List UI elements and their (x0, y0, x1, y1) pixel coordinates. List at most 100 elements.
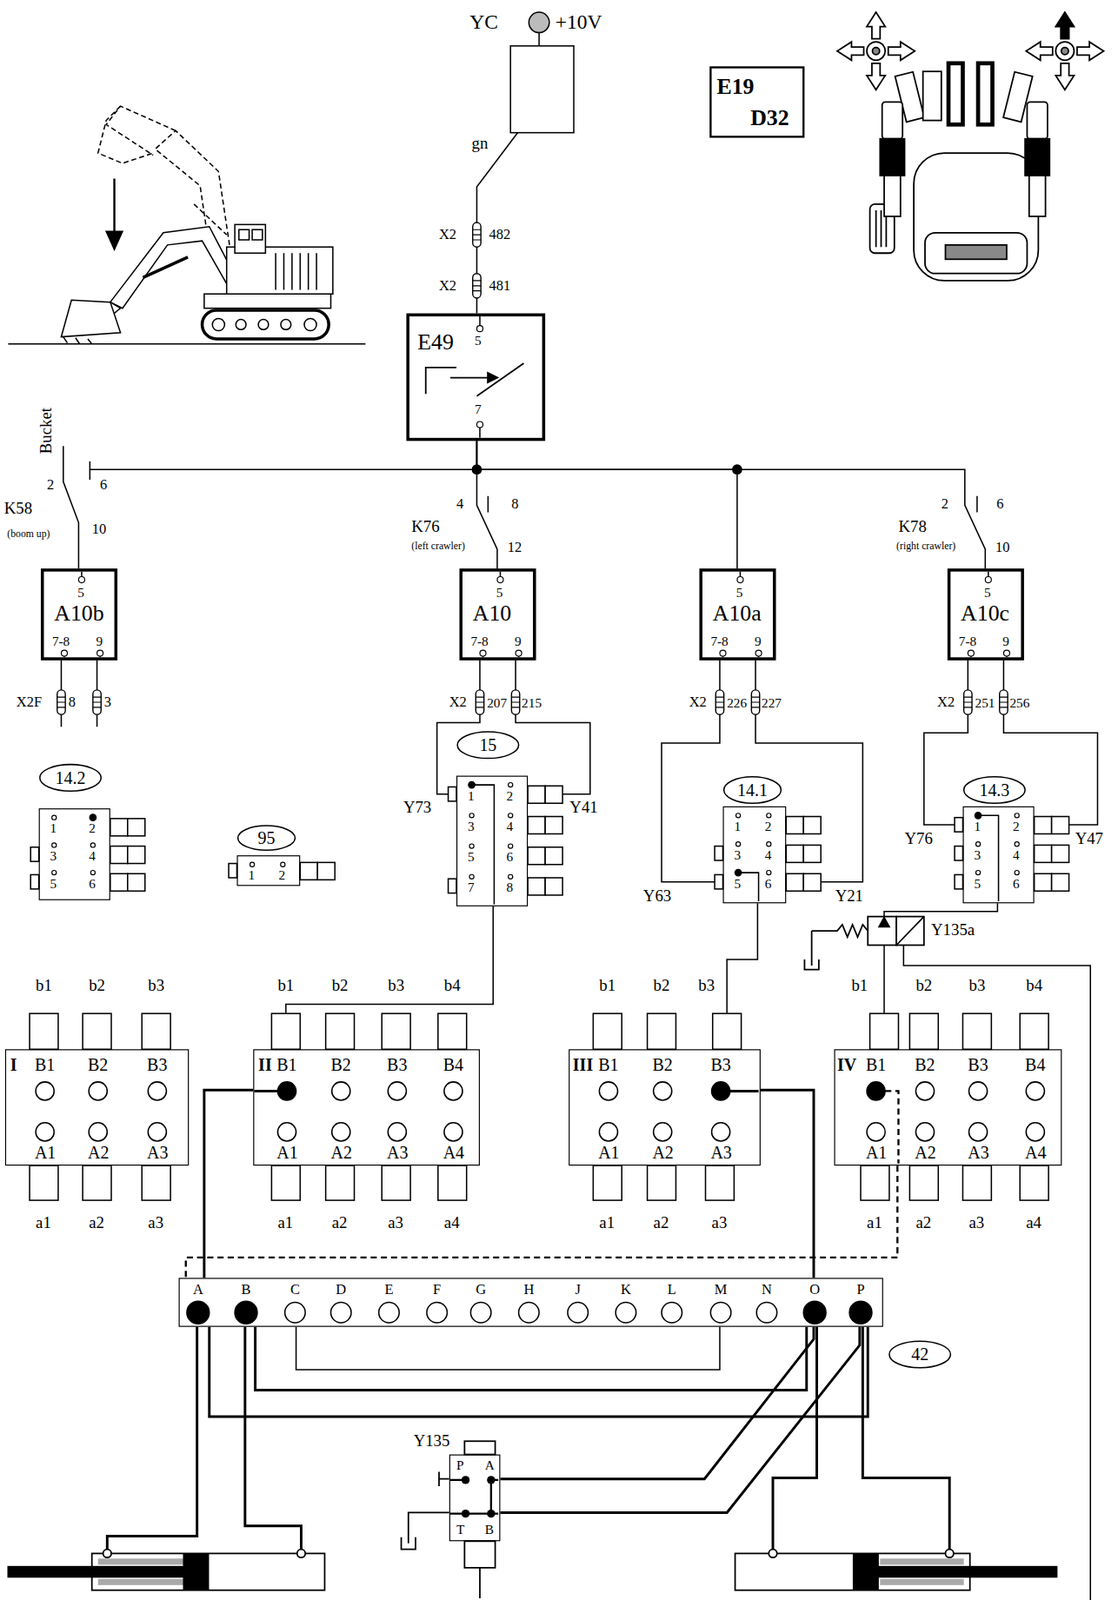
hydraulic-lines (245, 1327, 302, 1551)
wire (722, 656, 725, 658)
excavator-illustration (252, 229, 263, 240)
pin-dot (1014, 842, 1019, 847)
pilot-port-square (82, 1013, 112, 1050)
hydraulic-cylinder (853, 1555, 879, 1591)
schematic-label: b3 (698, 978, 715, 995)
port-label: B1 (865, 1057, 886, 1075)
solenoid-valve (896, 917, 925, 946)
port-circle (712, 1082, 731, 1101)
joystick-illustration (837, 12, 1105, 281)
schematic-label: Y41 (569, 799, 598, 817)
pilot-port-square (141, 1013, 171, 1050)
wire (518, 656, 520, 658)
excavator-illustration (239, 229, 250, 240)
pin-terminal (97, 650, 104, 657)
pin-dot (508, 874, 513, 879)
module-text: 5 (984, 585, 992, 599)
schematic-label: 10 (92, 522, 107, 537)
solenoid-coil (714, 874, 723, 889)
joystick-illustration (925, 232, 1027, 274)
hydraulic-lines (209, 1327, 868, 1418)
solenoid-valve (804, 931, 819, 971)
port-circle (444, 1082, 463, 1101)
schematic-label: 4 (456, 497, 464, 512)
step-symbol (425, 367, 457, 395)
hydraulic-cylinder (879, 1579, 964, 1586)
wire (1005, 656, 1008, 658)
valve-block: 12 (236, 855, 300, 886)
pilot-port-square (326, 1165, 355, 1201)
hydraulic-lines (296, 1327, 720, 1371)
solenoid-valve (878, 918, 890, 928)
pin-terminal (476, 421, 483, 428)
solenoid-coil (30, 874, 39, 889)
port-label: B1 (276, 1057, 297, 1075)
solenoid-coil (30, 847, 39, 862)
pin-dot (508, 813, 513, 819)
port-circle (379, 1303, 400, 1324)
raised-attachment-outline (106, 106, 176, 155)
solenoid-square (527, 878, 546, 896)
solenoid-square (545, 847, 563, 866)
port-label: A1 (34, 1144, 56, 1163)
pin-dot (766, 842, 772, 847)
solenoid-square (110, 818, 128, 837)
port-label: A4 (443, 1144, 465, 1163)
pin-number: 2 (279, 868, 287, 882)
pin-number: 4 (506, 819, 514, 833)
port-letter: J (575, 1283, 581, 1298)
port-dot (461, 1476, 470, 1485)
pin-number: 2 (88, 821, 96, 835)
schematic-label: a1 (866, 1215, 883, 1232)
position-sensor (538, 33, 540, 47)
hydraulic-cylinder (98, 1579, 185, 1586)
pin-number: 5 (50, 877, 58, 891)
schematic-label: K58 (4, 499, 33, 517)
pin-number: 1 (467, 789, 475, 803)
excavator-illustration (275, 252, 317, 290)
motion-arrow (105, 230, 124, 251)
wire (739, 572, 742, 578)
schematic-label: b2 (653, 978, 671, 995)
solenoid-square (545, 878, 563, 896)
schematic-label: 12 (507, 540, 522, 555)
solenoid-square (127, 873, 146, 892)
pin-number: 4 (88, 849, 96, 863)
solenoid-square (127, 818, 146, 837)
schematic-label: b3 (969, 978, 986, 995)
pilot-port-square (647, 1013, 677, 1050)
schematic-symbols (29, 222, 1070, 1201)
schematic-label: 215 (521, 696, 542, 710)
module-text: A10a (712, 602, 762, 626)
wire-connector (476, 440, 737, 569)
pin-number: 3 (973, 848, 981, 862)
port-label: B2 (652, 1057, 673, 1075)
wire-connector (924, 660, 968, 826)
pin-dot (89, 814, 97, 822)
schematic-label: (left crawler) (411, 540, 466, 552)
hydraulic-lines (106, 1327, 950, 1551)
schematic-label: X2 (689, 695, 707, 710)
port-letter: T (456, 1523, 465, 1537)
port-label: A3 (386, 1144, 408, 1163)
schematic-label: a2 (88, 1215, 105, 1232)
port-label: B3 (386, 1057, 407, 1075)
pilot-port-square (326, 1013, 355, 1050)
callout-number: 42 (911, 1345, 929, 1364)
schematic-label: (right crawler) (896, 540, 956, 552)
joystick-illustration (1025, 41, 1053, 60)
plug-connector (751, 697, 759, 708)
port-circle (285, 1303, 306, 1324)
schematic-label: gn (472, 135, 489, 153)
pin-number: 1 (973, 819, 981, 833)
joystick-illustration (882, 101, 903, 139)
node-graphic (724, 807, 785, 902)
schematic-label: 6 (996, 497, 1004, 512)
plug-connector (472, 229, 481, 240)
solenoid-coil (954, 874, 963, 889)
plug-connector (999, 690, 1008, 715)
schematic-label: 8 (511, 497, 519, 512)
schematic-label: Y73 (403, 799, 432, 817)
schematic-label: b1 (35, 978, 53, 995)
port-circle (915, 1123, 934, 1142)
